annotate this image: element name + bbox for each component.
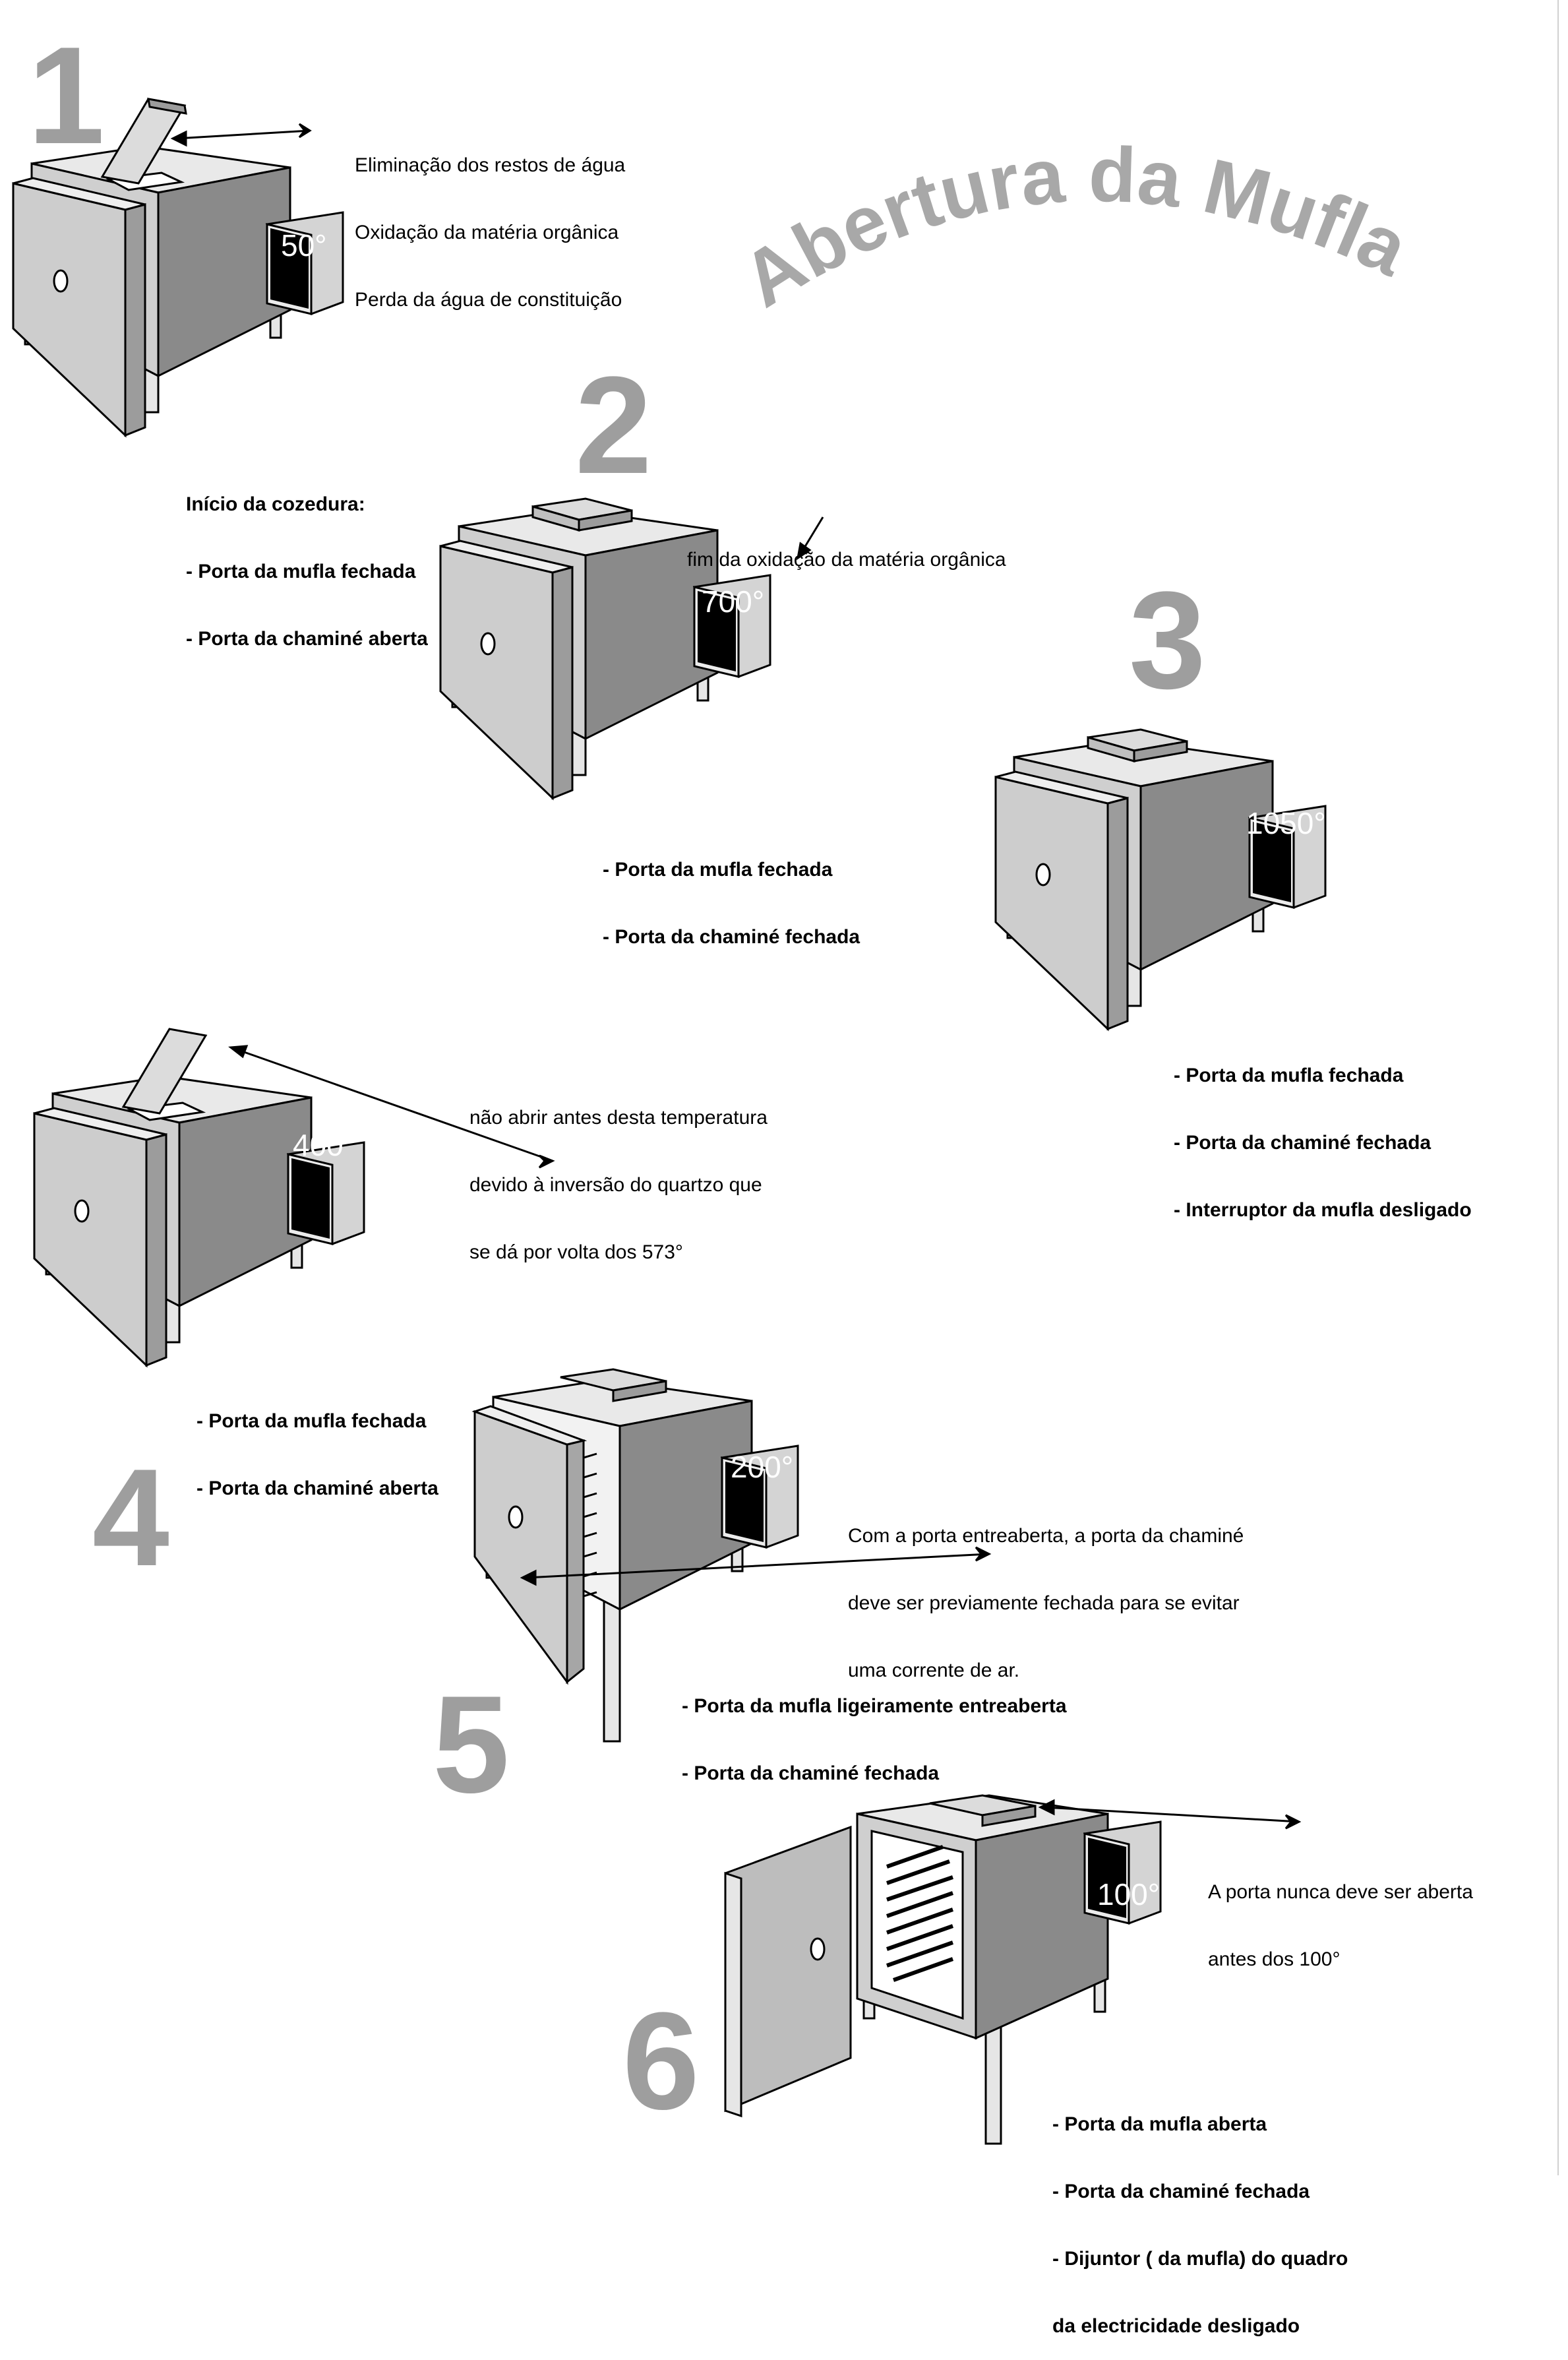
kiln-5 xyxy=(471,1368,799,1743)
note-line: se dá por volta dos 573° xyxy=(469,1241,683,1263)
note-line: não abrir antes desta temperatura xyxy=(469,1107,768,1129)
status-line: - Porta da mufla fechada xyxy=(196,1410,427,1432)
step-number-5: 5 xyxy=(433,1667,510,1822)
status-line: da electricidade desligado xyxy=(1052,2315,1300,2337)
note-line: Com a porta entreaberta, a porta da cham… xyxy=(848,1525,1244,1547)
note-line: Eliminação dos restos de água xyxy=(355,154,626,176)
display-4: 400° xyxy=(293,1128,355,1162)
display-1: 50° xyxy=(281,228,327,263)
note-line: devido à inversão do quartzo que xyxy=(469,1174,762,1196)
step-number-1: 1 xyxy=(28,18,105,173)
note-line: Oxidação da matéria orgânica xyxy=(355,222,619,243)
note-line: deve ser previamente fechada para se evi… xyxy=(848,1592,1240,1614)
note-line: Perda da água de constituição xyxy=(355,289,622,311)
status-line: - Porta da mufla fechada xyxy=(603,859,833,881)
status-line: - Porta da chaminé aberta xyxy=(196,1477,438,1499)
kiln-2 xyxy=(439,497,771,799)
step-5-note: Com a porta entreaberta, a porta da cham… xyxy=(848,1480,1244,1704)
note-line: fim da oxidação da matéria orgânica xyxy=(687,549,1006,571)
display-6: 100° xyxy=(1097,1877,1160,1911)
note-line: A porta nunca deve ser aberta xyxy=(1208,1881,1473,1903)
step-number-6: 6 xyxy=(622,1983,700,2138)
step-2-status: - Porta da mufla fechada - Porta da cham… xyxy=(603,814,860,971)
step-2-note: fim da oxidação da matéria orgânica xyxy=(687,504,1006,594)
status-line: - Porta da mufla aberta xyxy=(1052,2113,1267,2135)
status-line: - Porta da mufla ligeiramente entreabert… xyxy=(682,1695,1067,1717)
note-line: uma corrente de ar. xyxy=(848,1660,1020,1681)
status-line: - Porta da mufla fechada xyxy=(1174,1065,1404,1086)
status-line: - Porta da mufla fechada xyxy=(186,561,416,582)
display-2: 700° xyxy=(702,584,764,619)
note-line: antes dos 100° xyxy=(1208,1948,1341,1970)
status-line: Início da cozedura: xyxy=(186,493,365,515)
step-1-status: Início da cozedura: - Porta da mufla fec… xyxy=(186,449,428,673)
step-1-note: Eliminação dos restos de água Oxidação d… xyxy=(355,109,625,334)
kiln-3 xyxy=(994,728,1327,1030)
status-line: - Porta da chaminé fechada xyxy=(603,926,860,948)
step-4-note: não abrir antes desta temperatura devido… xyxy=(469,1062,768,1286)
page-title: Abertura da Mufla xyxy=(727,131,1422,324)
display-5: 200° xyxy=(731,1450,793,1484)
title-arc-text: Abertura da Mufla xyxy=(727,131,1422,324)
step-number-3: 3 xyxy=(1129,563,1206,718)
kiln-4 xyxy=(33,1028,365,1367)
status-line: - Porta da chaminé fechada xyxy=(1174,1132,1432,1154)
status-line: - Porta da chaminé fechada xyxy=(682,1762,940,1784)
step-6-status: - Porta da mufla aberta - Porta da chami… xyxy=(1052,2068,1348,2360)
step-4-status: - Porta da mufla fechada - Porta da cham… xyxy=(196,1365,438,1522)
step-5-status: - Porta da mufla ligeiramente entreabert… xyxy=(682,1650,1067,1807)
kiln-1 xyxy=(12,98,344,437)
status-line: - Interruptor da mufla desligado xyxy=(1174,1199,1472,1221)
page-edge-rule xyxy=(1557,0,1559,2175)
step-number-4: 4 xyxy=(92,1440,169,1595)
status-line: - Porta da chaminé fechada xyxy=(1052,2181,1310,2202)
kiln-6 xyxy=(724,1794,1162,2145)
step-6-note: A porta nunca deve ser aberta antes dos … xyxy=(1208,1836,1473,1993)
display-3: 1050° xyxy=(1246,806,1326,840)
status-line: - Porta da chaminé aberta xyxy=(186,628,428,650)
step-3-status: - Porta da mufla fechada - Porta da cham… xyxy=(1174,1020,1472,1244)
kiln-illustrations: 50° 700° 1050° 400° 200° 100° Abertura d… xyxy=(12,98,1422,2145)
status-line: - Dijuntor ( da mufla) do quadro xyxy=(1052,2248,1348,2270)
pointer-arrows xyxy=(170,123,1302,1830)
step-number-2: 2 xyxy=(575,348,652,503)
